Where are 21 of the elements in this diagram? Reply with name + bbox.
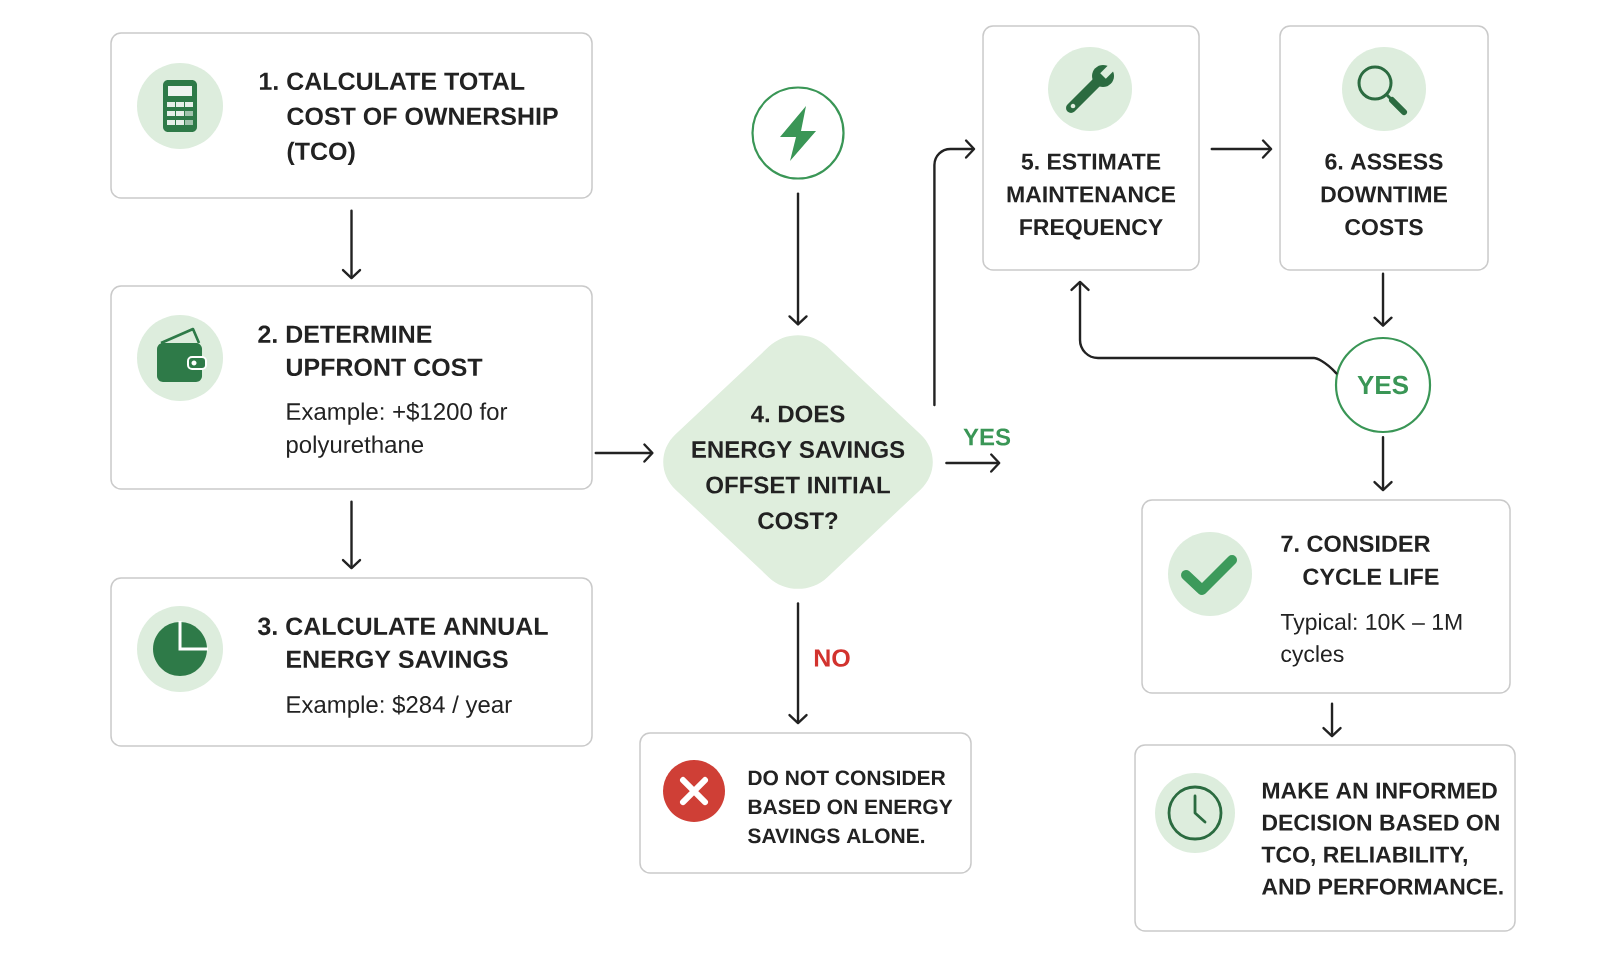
arrow	[1373, 435, 1393, 492]
arrow	[1210, 139, 1273, 159]
arrow	[945, 453, 1001, 473]
arrow	[1070, 280, 1338, 375]
edge-label: NO	[811, 647, 853, 669]
process-box: 7. CONSIDER CYCLE LIFE Typical: 10K – 1M cycles	[1141, 499, 1511, 694]
process-box: 1. CALCULATE TOTAL COST OF OWNERSHIP (TCO)	[110, 32, 593, 199]
arrow	[933, 139, 976, 407]
arrow	[594, 443, 654, 463]
edge-label: YES	[961, 426, 1014, 448]
arrow	[341, 209, 362, 280]
process-box: MAKE AN INFORMED DECISION BASED ON TCO, RELIABILITY, AND PERFORMANCE.	[1134, 744, 1516, 932]
process-box: 3. CALCULATE ANNUAL ENERGY SAVINGS Example: $284 / year	[110, 577, 593, 747]
arrow	[1322, 702, 1342, 738]
arrow	[788, 602, 808, 725]
process-box: 5. ESTIMATE MAINTENANCE FREQUENCY	[982, 25, 1200, 271]
arrow	[788, 192, 808, 326]
arrow	[1373, 272, 1393, 327]
process-box: DO NOT CONSIDER BASED ON ENERGY SAVINGS ALONE.	[639, 732, 972, 874]
process-box: 2. DETERMINE UPFRONT COST Example: +$1200 for polyurethane	[110, 285, 593, 490]
arrow	[341, 500, 362, 570]
